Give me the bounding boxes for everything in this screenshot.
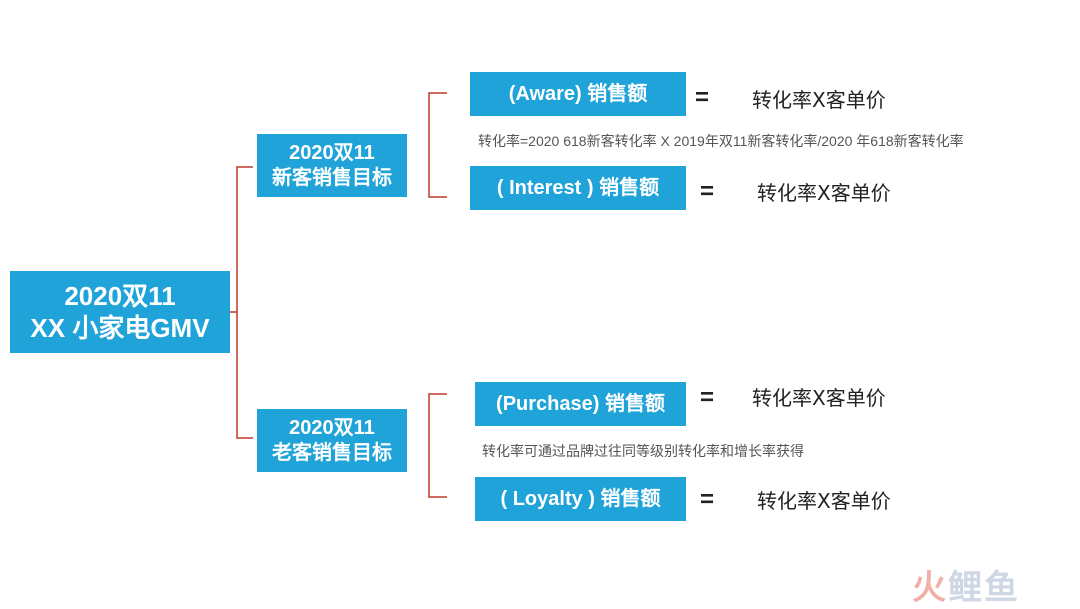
- new-customer-line2: 新客销售目标: [272, 166, 392, 189]
- interest-sales-node: ( Interest ) 销售额: [470, 166, 686, 210]
- interest-equals: =: [700, 178, 715, 205]
- root-node: 2020双11 XX 小家电GMV: [10, 271, 230, 353]
- old-customer-line1: 2020双11: [289, 416, 375, 439]
- interest-formula: 转化率X客单价: [757, 181, 891, 205]
- purchase-equals: =: [700, 384, 715, 411]
- new-bracket: [428, 92, 447, 198]
- loyalty-equals: =: [700, 486, 715, 513]
- aware-equals: =: [695, 84, 710, 111]
- watermark-part2: 鲤鱼: [948, 568, 1020, 608]
- new-customer-line1: 2020双11: [289, 141, 375, 164]
- watermark-part1: 火: [912, 568, 948, 608]
- loyalty-formula: 转化率X客单价: [757, 489, 891, 513]
- watermark-logo: 火鲤鱼: [912, 560, 1020, 609]
- root-line1: 2020双11: [64, 280, 176, 311]
- old-customer-node: 2020双11 老客销售目标: [257, 409, 407, 472]
- new-customer-note: 转化率=2020 618新客转化率 X 2019年双11新客转化率/2020 年…: [478, 133, 964, 149]
- purchase-sales-node: (Purchase) 销售额: [475, 382, 686, 426]
- old-bracket: [428, 393, 447, 498]
- new-customer-node: 2020双11 新客销售目标: [257, 134, 407, 197]
- purchase-formula: 转化率X客单价: [752, 386, 886, 410]
- root-bracket: [236, 166, 253, 439]
- loyalty-sales-node: ( Loyalty ) 销售额: [475, 477, 686, 521]
- aware-formula: 转化率X客单价: [752, 88, 886, 112]
- old-customer-line2: 老客销售目标: [272, 441, 392, 464]
- root-line2: XX 小家电GMV: [30, 313, 210, 343]
- old-customer-note: 转化率可通过品牌过往同等级别转化率和增长率获得: [482, 443, 804, 459]
- aware-sales-node: (Aware) 销售额: [470, 72, 686, 116]
